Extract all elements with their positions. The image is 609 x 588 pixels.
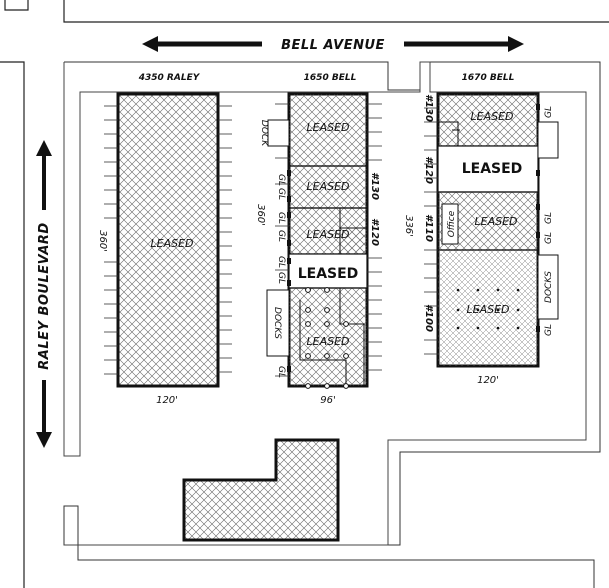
building-1650-unit-top: LEASED: [306, 121, 349, 134]
building-1670-office: Office: [447, 210, 457, 237]
building-1650-unit-second: LEASED: [306, 180, 349, 193]
building-1670-unit-110: LEASED: [474, 215, 517, 228]
building-south-lshape: [182, 438, 340, 542]
building-1650-depth: 360': [255, 204, 266, 226]
building-1650-unit-bottom: LEASED: [306, 335, 349, 348]
unit-number-120: #120: [423, 156, 434, 184]
property-boundary-inner: [63, 61, 587, 546]
gl-label: GL: [544, 232, 554, 244]
raley-boulevard-street: [0, 61, 25, 588]
unit-number-110: #110: [423, 214, 434, 242]
raley-boulevard-label: RALEY BOULEVARD: [37, 222, 52, 369]
building-1650-unit-120: #120: [369, 218, 380, 246]
building-1650-gl-labels: GL GL GL GL GL GL GL: [276, 174, 286, 378]
property-boundary: [63, 61, 601, 588]
building-1650: [266, 92, 382, 389]
raley-boulevard-arrow: [36, 140, 52, 448]
unit-number-100: #100: [423, 304, 434, 332]
unit-number-130: #130: [423, 94, 434, 122]
building-1670-unit-numbers: #130 #120 #110 #100: [423, 94, 434, 332]
building-1670-unit-100: LEASED: [466, 303, 509, 316]
gl-label: GL: [276, 174, 286, 186]
building-1650-address: 1650 BELL: [304, 73, 357, 83]
gl-label: GL: [276, 230, 286, 242]
building-4350-status: LEASED: [150, 237, 193, 250]
building-1650-width: 96': [320, 395, 335, 406]
gl-label: GL: [544, 106, 554, 118]
building-1670-depth: 336': [403, 215, 414, 237]
building-1650-dock-label: DOCK: [259, 120, 269, 147]
building-1650-unit-open: LEASED: [298, 266, 359, 282]
bell-avenue-street: [4, 0, 609, 23]
gl-label: GL: [276, 256, 286, 268]
gl-label: GL: [276, 366, 286, 378]
building-4350-address: 4350 RALEY: [138, 73, 201, 83]
bell-avenue-label: BELL AVENUE: [281, 38, 385, 53]
building-1670-width: 120': [477, 375, 499, 386]
building-1650-unit-130: #130: [369, 172, 380, 200]
bell-avenue-arrow: [142, 36, 524, 52]
building-1670: [424, 92, 559, 368]
building-1650-unit-third: LEASED: [306, 228, 349, 241]
gl-label: GL: [544, 212, 554, 224]
gl-label: GL: [276, 188, 286, 200]
building-1670-unit-130: LEASED: [470, 110, 513, 123]
building-1670-docks: DOCKS: [544, 271, 554, 303]
building-1650-docks-label: DOCKS: [272, 307, 282, 339]
gl-label: GL: [276, 272, 286, 284]
building-4350-width: 120': [156, 395, 178, 406]
gl-label: GL: [544, 324, 554, 336]
building-1670-address: 1670 BELL: [462, 73, 515, 83]
building-1670-unit-120: LEASED: [462, 161, 523, 177]
gl-label: GL: [276, 212, 286, 224]
building-4350-depth: 360': [97, 230, 108, 252]
building-1670-gl-labels: GL GL GL GL: [544, 106, 554, 336]
building-4350: [104, 92, 232, 388]
